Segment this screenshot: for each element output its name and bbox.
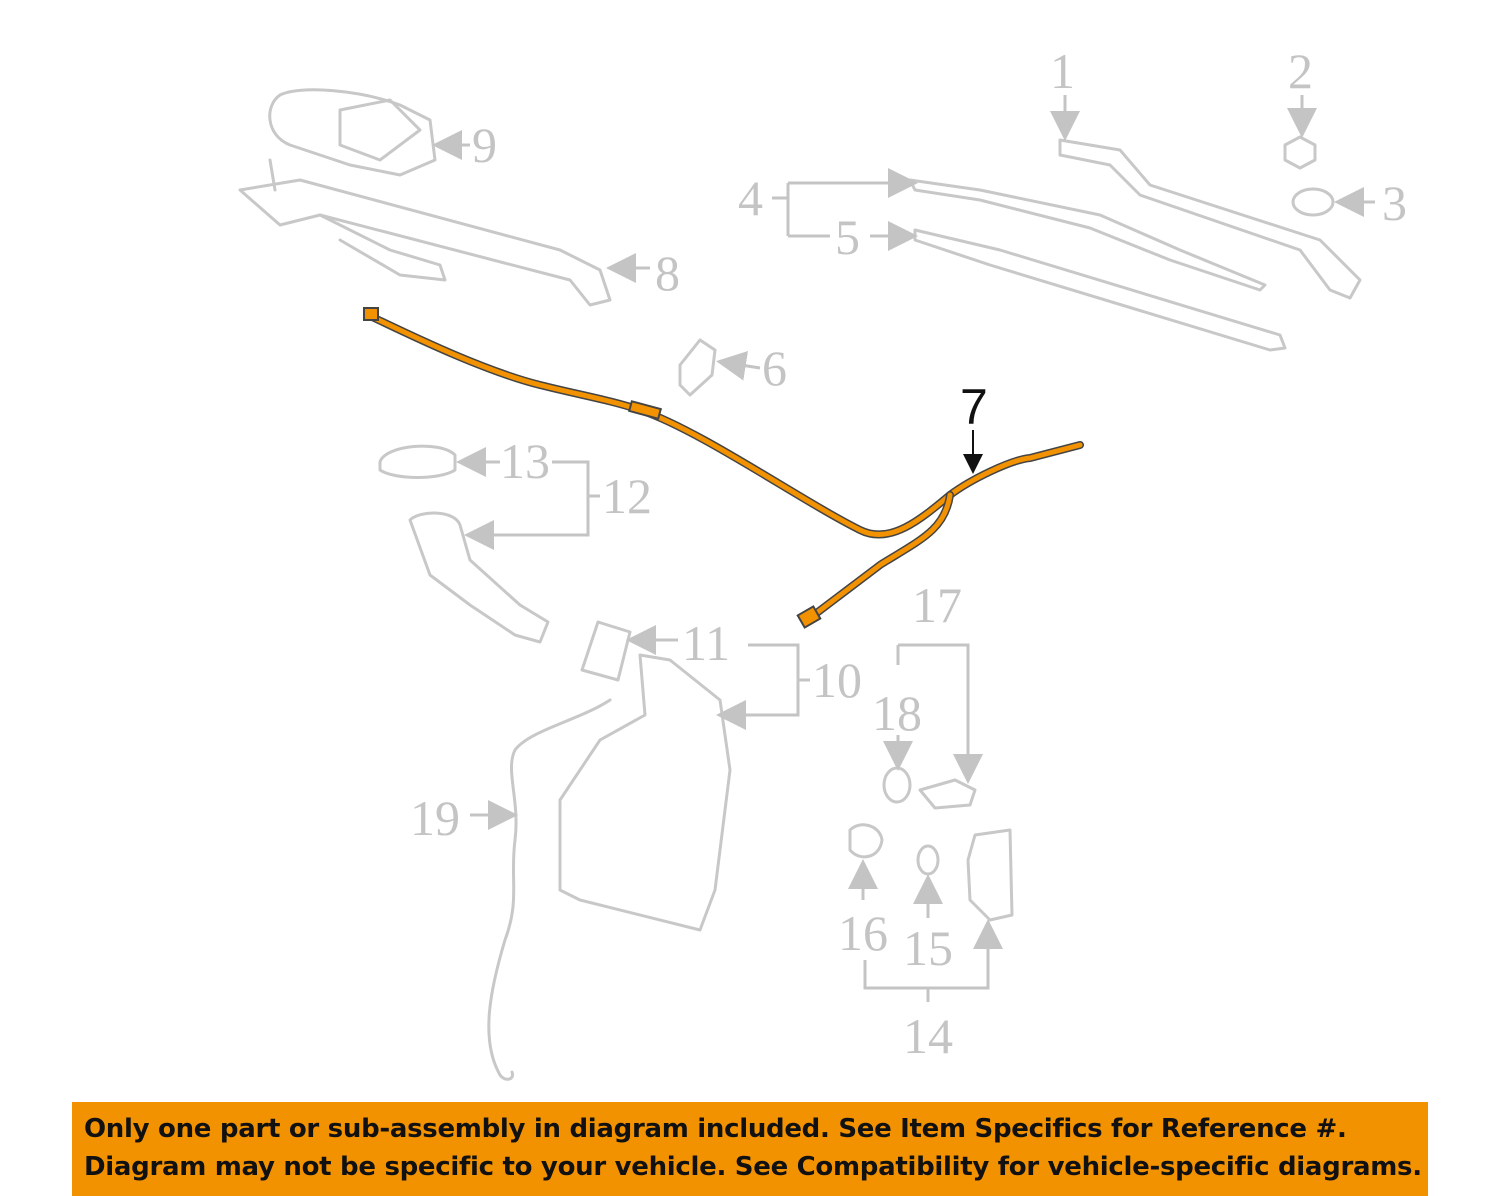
label-15: 15 (903, 920, 953, 976)
label-14: 14 (903, 1008, 953, 1064)
disclaimer-line-1: Only one part or sub-assembly in diagram… (84, 1114, 1347, 1144)
parts-diagram: 1 2 3 4 5 6 7 8 9 10 11 12 13 14 15 16 1… (238, 43, 1407, 1081)
label-4: 4 (738, 170, 763, 226)
washer-reservoir (558, 653, 732, 932)
label-16: 16 (838, 905, 888, 961)
label-6: 6 (762, 340, 787, 396)
label-18: 18 (872, 685, 922, 741)
wiper-linkage (238, 158, 612, 307)
label-1: 1 (1050, 43, 1075, 99)
disclaimer-banner: Only one part or sub-assembly in diagram… (72, 1102, 1428, 1196)
label-13: 13 (500, 433, 550, 489)
washer-pump-parts (848, 766, 1014, 922)
label-10: 10 (812, 652, 862, 708)
label-3: 3 (1382, 175, 1407, 231)
disclaimer-line-2: Diagram may not be specific to your vehi… (84, 1152, 1422, 1182)
label-2: 2 (1288, 43, 1313, 99)
wiper-arm-left (908, 178, 1267, 292)
filler-neck (408, 511, 550, 644)
hose-clip (678, 338, 717, 397)
washer (1291, 187, 1335, 217)
nut (1283, 135, 1317, 170)
label-9: 9 (472, 117, 497, 173)
wiper-blade (913, 228, 1287, 352)
filler-cap (378, 444, 457, 479)
wiper-motor (268, 88, 437, 177)
reservoir-hose (487, 698, 612, 1081)
label-8: 8 (655, 245, 680, 301)
label-17: 17 (912, 577, 962, 633)
label-12: 12 (602, 468, 652, 524)
leader-lines (432, 95, 1375, 1002)
seal (580, 620, 632, 682)
wiper-arm (1058, 138, 1362, 300)
label-11: 11 (682, 615, 730, 671)
label-19: 19 (410, 790, 460, 846)
washer-hose-highlighted (363, 307, 1084, 629)
label-5: 5 (835, 209, 860, 265)
label-7: 7 (960, 379, 988, 435)
